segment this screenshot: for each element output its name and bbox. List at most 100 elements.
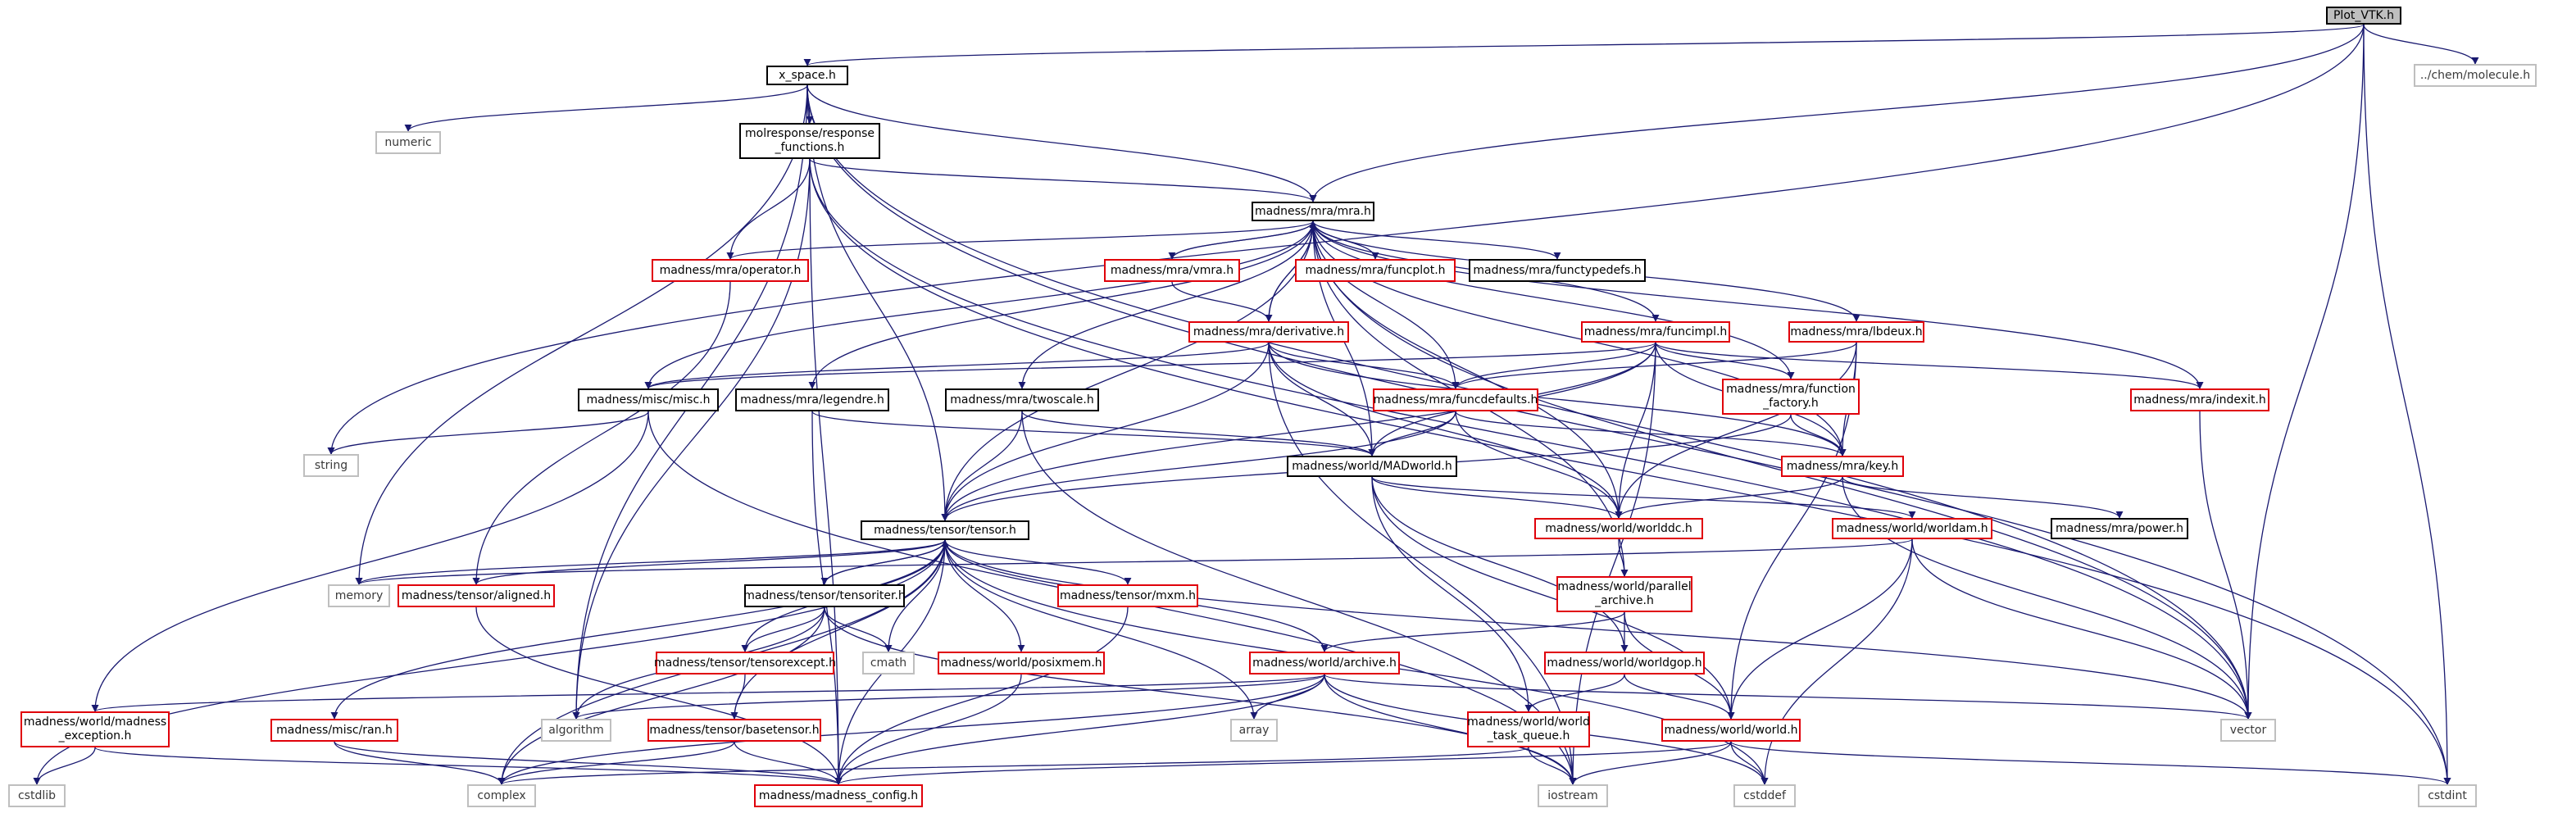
edge-madworld-to-worldgop: [1371, 476, 1629, 652]
node-cstddef: cstddef: [1733, 784, 1796, 807]
edge-mra-to-function_factory: [1312, 220, 1795, 379]
node-label-line1: madness/world/parallel: [1557, 580, 1692, 593]
edge-mra-to-funcdefaults: [1312, 220, 1460, 389]
node-label: madness/mra/funcimpl.h: [1583, 325, 1728, 338]
edge-plot_vtk-to-string: [327, 24, 2365, 455]
node-basetensor[interactable]: madness/tensor/basetensor.h: [647, 719, 821, 742]
edge-madness_exception-to-cstdlib: [33, 747, 96, 785]
node-worlddc[interactable]: madness/world/worlddc.h: [1534, 518, 1703, 539]
edge-funcimpl-to-funcdefaults: [1452, 342, 1656, 389]
node-label: madness/misc/ran.h: [276, 723, 393, 737]
node-chem-molecule: ../chem/molecule.h: [2414, 64, 2537, 87]
node-label: madness/tensor/tensoriter.h: [743, 588, 906, 602]
node-aligned[interactable]: madness/tensor/aligned.h: [398, 584, 555, 607]
edge-mra-to-indexit: [1312, 220, 2204, 389]
node-label: madness/tensor/tensor.h: [874, 523, 1016, 537]
edge-tensor-to-ran: [330, 539, 946, 720]
edge-tensor-to-aligned: [472, 539, 946, 585]
node-vmra[interactable]: madness/mra/vmra.h: [1104, 259, 1240, 282]
node-cstdlib: cstdlib: [8, 784, 66, 807]
node-worldam[interactable]: madness/world/worldam.h: [1832, 518, 1992, 539]
node-x-space[interactable]: x_space.h: [766, 66, 848, 85]
node-indexit[interactable]: madness/mra/indexit.h: [2130, 388, 2269, 411]
node-key[interactable]: madness/mra/key.h: [1781, 456, 1904, 477]
node-tensoriter[interactable]: madness/tensor/tensoriter.h: [743, 584, 906, 607]
node-vector: vector: [2220, 719, 2276, 742]
edge-plot_vtk-to-mra: [1309, 24, 2365, 202]
node-label-line2: _functions.h: [775, 141, 845, 154]
node-label: madness/mra/power.h: [2056, 521, 2183, 535]
edge-worldam-to-memory: [356, 538, 1913, 585]
node-funcdefaults[interactable]: madness/mra/funcdefaults.h: [1373, 388, 1538, 411]
edge-worldgop-to-world_task_queue: [1524, 674, 1625, 712]
edge-archive-to-complex: [497, 674, 1325, 785]
edge-tensoriter-to-complex: [497, 606, 825, 785]
node-label: madness/mra/operator.h: [659, 263, 802, 277]
node-label: madness/mra/funcdefaults.h: [1373, 393, 1538, 406]
node-function-factory[interactable]: madness/mra/function_factory.h: [1722, 379, 1860, 415]
edge-response_functions-to-vector: [809, 158, 2252, 720]
node-tensor[interactable]: madness/tensor/tensor.h: [861, 520, 1029, 540]
node-mxm[interactable]: madness/tensor/mxm.h: [1057, 584, 1198, 607]
node-funcplot[interactable]: madness/mra/funcplot.h: [1295, 259, 1456, 282]
node-label: complex: [477, 788, 526, 802]
node-functypedefs[interactable]: madness/mra/functypedefs.h: [1469, 259, 1646, 282]
edge-response_functions-to-operator: [726, 158, 811, 260]
edge-archive-to-vector: [1324, 674, 2252, 720]
edge-operator-to-aligned: [472, 281, 731, 585]
edge-derivative-to-misc: [644, 342, 1270, 389]
node-world[interactable]: madness/world/world.h: [1661, 719, 1801, 742]
node-derivative[interactable]: madness/mra/derivative.h: [1188, 321, 1349, 343]
node-lbdeux[interactable]: madness/mra/lbdeux.h: [1788, 321, 1924, 343]
node-label: cstdint: [2428, 788, 2467, 802]
edge-lbdeux-to-worlddc: [1615, 342, 1857, 519]
node-label: madness/mra/legendre.h: [740, 393, 884, 406]
edge-x_space-to-mra: [806, 84, 1317, 202]
node-response-functions[interactable]: molresponse/response_functions.h: [739, 123, 880, 159]
node-madworld[interactable]: madness/world/MADworld.h: [1287, 456, 1457, 477]
edge-mra-to-legendre: [808, 220, 1314, 389]
node-mra[interactable]: madness/mra/mra.h: [1252, 202, 1374, 221]
edge-plot_vtk-to-chem_molecule: [2363, 24, 2479, 65]
node-label: array: [1238, 723, 1270, 737]
node-label: iostream: [1547, 788, 1598, 802]
edge-world-to-madness_config: [834, 741, 1732, 785]
node-tensorexcept[interactable]: madness/tensor/tensorexcept.h: [654, 652, 836, 674]
node-madness-config[interactable]: madness/madness_config.h: [754, 784, 923, 807]
edge-funcdefaults-to-key: [1455, 411, 1847, 456]
edge-key-to-power: [1842, 476, 2124, 519]
edge-archive-to-iostream: [1324, 674, 1577, 785]
node-operator[interactable]: madness/mra/operator.h: [652, 259, 809, 282]
node-label: madness/mra/lbdeux.h: [1790, 325, 1923, 338]
edge-ran-to-madness_config: [334, 741, 843, 785]
node-archive[interactable]: madness/world/archive.h: [1249, 652, 1400, 674]
edge-plot_vtk-to-cstdint: [2363, 24, 2451, 785]
node-worldgop[interactable]: madness/world/worldgop.h: [1544, 652, 1705, 674]
edge-tensoriter-to-tensorexcept: [741, 606, 825, 652]
node-funcimpl[interactable]: madness/mra/funcimpl.h: [1581, 321, 1730, 343]
edge-derivative-to-funcdefaults: [1268, 342, 1460, 389]
node-twoscale[interactable]: madness/mra/twoscale.h: [945, 388, 1099, 411]
node-label: madness/world/archive.h: [1252, 656, 1397, 670]
node-label-line1: molresponse/response: [745, 127, 875, 140]
node-legendre[interactable]: madness/mra/legendre.h: [735, 388, 889, 411]
edge-derivative-to-tensor: [941, 342, 1270, 521]
node-misc[interactable]: madness/misc/misc.h: [578, 388, 719, 411]
edge-tensor-to-basetensor: [730, 539, 946, 720]
node-power[interactable]: madness/mra/power.h: [2051, 518, 2188, 539]
edge-basetensor-to-complex: [497, 741, 735, 785]
node-parallel-archive[interactable]: madness/world/parallel_archive.h: [1556, 576, 1692, 612]
node-ran[interactable]: madness/misc/ran.h: [270, 719, 398, 742]
node-madness-exception[interactable]: madness/world/madness_exception.h: [20, 711, 170, 747]
edge-funcdefaults-to-madworld: [1368, 411, 1456, 456]
node-label: madness/misc/misc.h: [586, 393, 711, 406]
edge-tensor-to-mxm: [944, 539, 1132, 585]
edge-lbdeux-to-funcdefaults: [1452, 342, 1857, 389]
edge-tensorexcept-to-basetensor: [730, 674, 746, 720]
node-world-task-queue[interactable]: madness/world/world_task_queue.h: [1467, 711, 1590, 747]
edge-archive-to-madness_exception: [92, 674, 1325, 712]
node-label: Plot_VTK.h: [2333, 8, 2395, 22]
node-posixmem[interactable]: madness/world/posixmem.h: [938, 652, 1105, 674]
edge-ran-to-complex: [334, 741, 506, 785]
node-cstdint: cstdint: [2418, 784, 2477, 807]
